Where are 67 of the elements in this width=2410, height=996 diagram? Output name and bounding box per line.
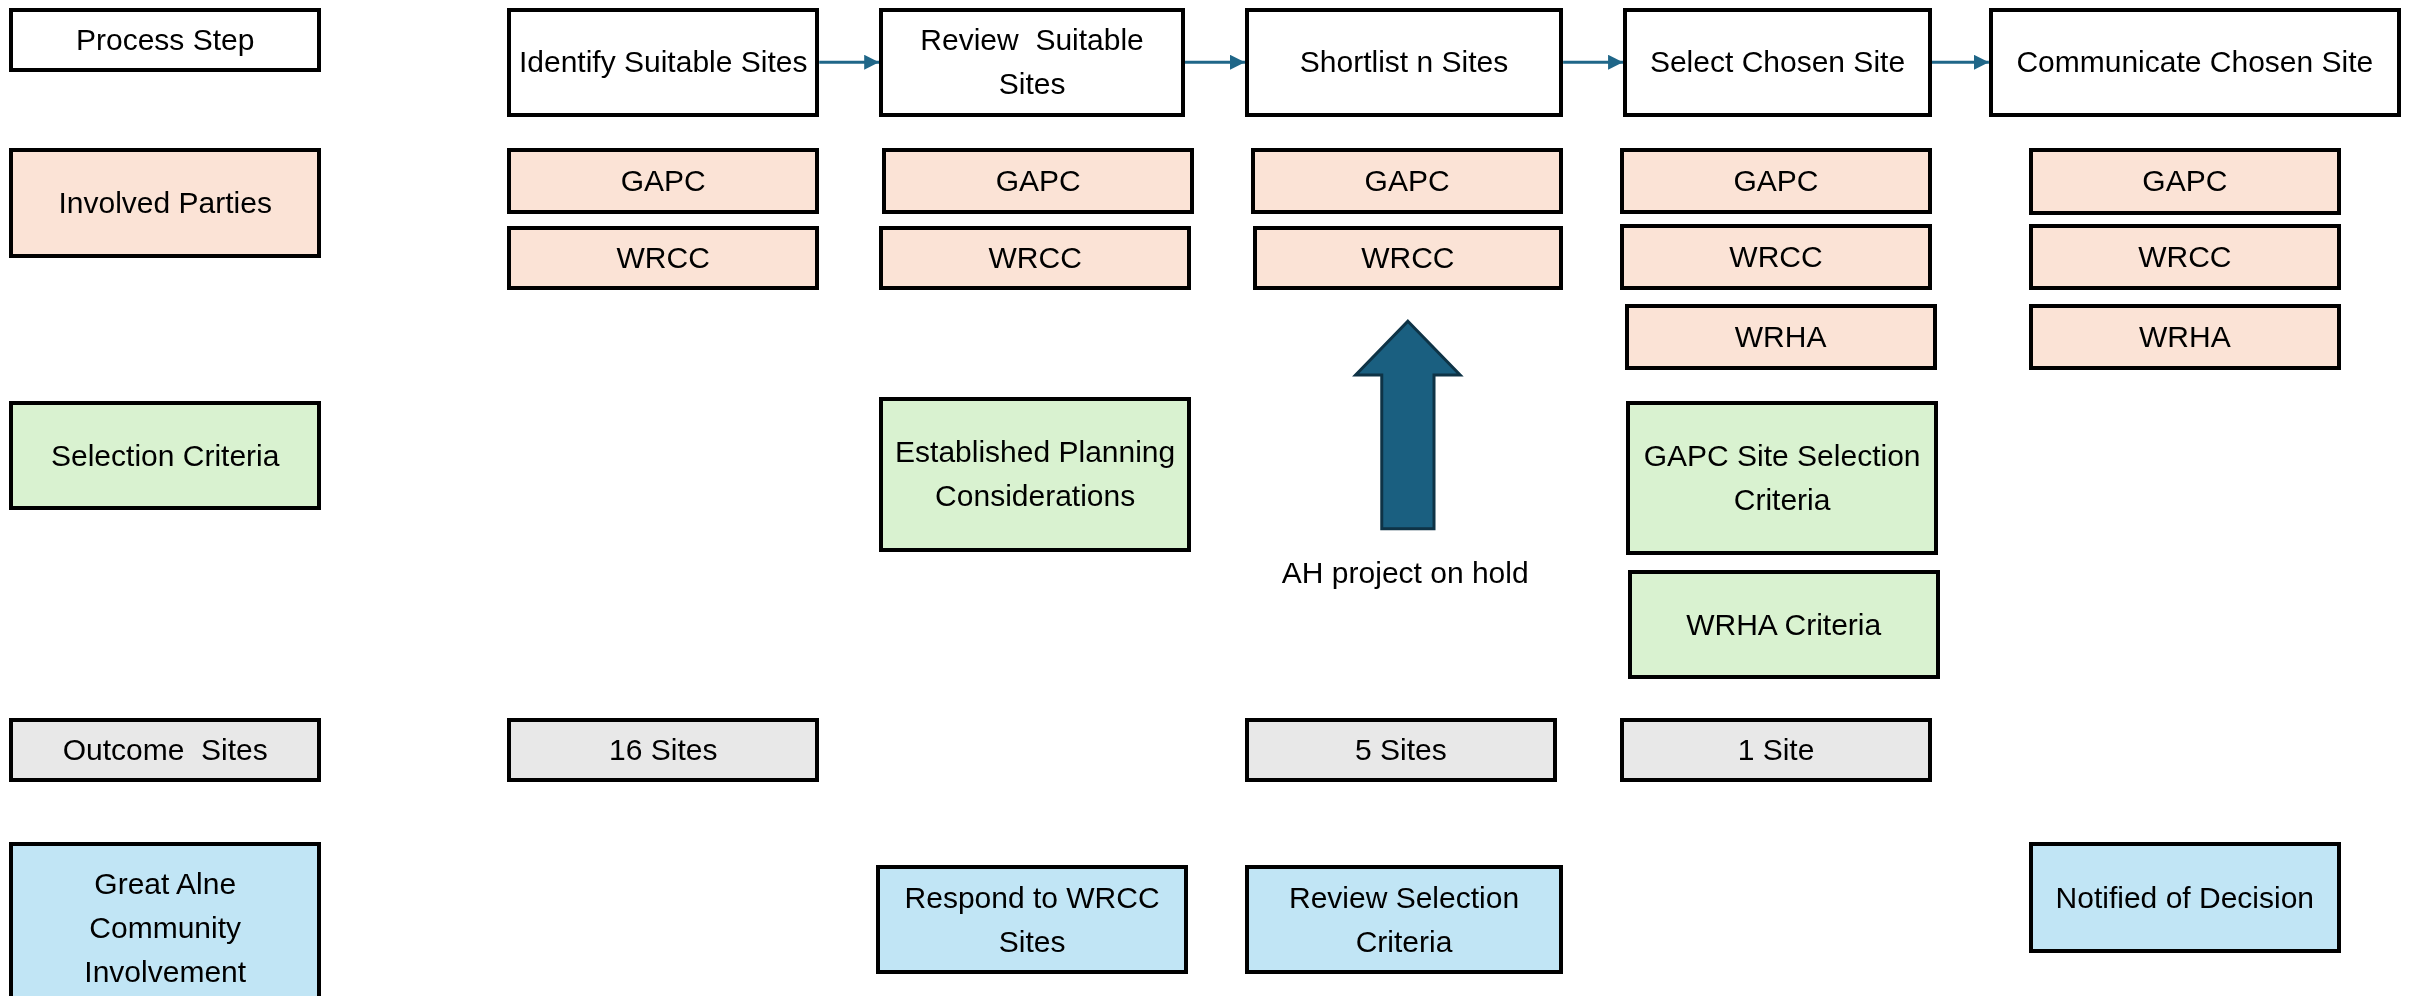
- box-label: Great Alne Community Involvement: [83, 866, 248, 991]
- arrow: [1185, 54, 1245, 70]
- party-box: [1620, 147, 1932, 214]
- box-label: WRCC: [1360, 240, 1456, 277]
- community-box: [1244, 865, 1564, 975]
- arrow: [1563, 54, 1624, 70]
- criteria-box: [1626, 401, 1939, 555]
- party-box: [2028, 304, 2341, 371]
- party-box: [882, 147, 1195, 214]
- party-box: [1252, 225, 1564, 291]
- box-label: GAPC: [994, 162, 1082, 199]
- box-label: Review Suitable Sites: [919, 22, 1145, 103]
- box-label: Outcome Sites: [61, 732, 269, 769]
- party-box: [1624, 304, 1937, 371]
- party-box: [2028, 147, 2341, 216]
- box-label: Shortlist n Sites: [1298, 44, 1510, 81]
- box-label: Selection Criteria: [50, 437, 281, 474]
- note-text: AH project on hold: [1281, 556, 1529, 591]
- box-label: GAPC Site Selection Criteria: [1642, 438, 1922, 518]
- party-box: [507, 147, 820, 214]
- party-box: [9, 147, 322, 259]
- party-box: [1251, 147, 1564, 214]
- box-label: Review Selection Criteria: [1287, 879, 1521, 960]
- process-step-box: [1988, 7, 2401, 117]
- process-step-box: [1623, 7, 1932, 117]
- outcome-box: [1244, 717, 1557, 783]
- box-label: 16 Sites: [608, 732, 719, 769]
- box-label: 5 Sites: [1354, 732, 1448, 769]
- outcome-box: [507, 717, 820, 783]
- criteria-box: [879, 396, 1192, 552]
- box-label: GAPC: [1363, 162, 1451, 199]
- box-label: Notified of Decision: [2054, 879, 2316, 916]
- party-box: [879, 225, 1192, 291]
- box-label: Involved Parties: [57, 184, 273, 221]
- community-box: [9, 842, 322, 996]
- box-label: Respond to WRCC Sites: [903, 879, 1161, 960]
- criteria-box: [1627, 570, 1940, 680]
- process-step-box: [507, 7, 820, 117]
- box-label: Communicate Chosen Site: [2015, 44, 2375, 81]
- process-step-box: [879, 7, 1185, 117]
- party-box: [507, 225, 820, 291]
- box-label: WRCC: [987, 240, 1083, 277]
- box-label: WRCC: [1728, 239, 1824, 276]
- box-label: GAPC: [619, 162, 707, 199]
- arrow: [1932, 54, 1989, 70]
- box-label: Identify Suitable Sites: [517, 44, 809, 81]
- community-box: [2028, 842, 2341, 953]
- process-step-box: [9, 7, 322, 73]
- box-label: Established Planning Considerations: [894, 434, 1177, 515]
- community-box: [876, 865, 1189, 975]
- criteria-box: [9, 401, 322, 511]
- party-box: [1620, 224, 1932, 291]
- box-label: Select Chosen Site: [1648, 44, 1907, 81]
- box-label: Process Step: [75, 21, 256, 58]
- box-label: GAPC: [2141, 163, 2229, 200]
- arrow: [819, 54, 880, 70]
- outcome-box: [1620, 717, 1932, 783]
- box-label: WRHA: [1733, 319, 1828, 356]
- outcome-box: [9, 717, 322, 783]
- box-label: WRHA: [2138, 319, 2232, 356]
- box-label: GAPC: [1732, 162, 1820, 199]
- process-step-box: [1244, 7, 1564, 117]
- party-box: [2028, 224, 2341, 291]
- box-label: WRCC: [615, 240, 711, 277]
- box-label: WRHA Criteria: [1685, 606, 1883, 643]
- box-label: 1 Site: [1736, 732, 1816, 769]
- box-label: WRCC: [2137, 239, 2233, 276]
